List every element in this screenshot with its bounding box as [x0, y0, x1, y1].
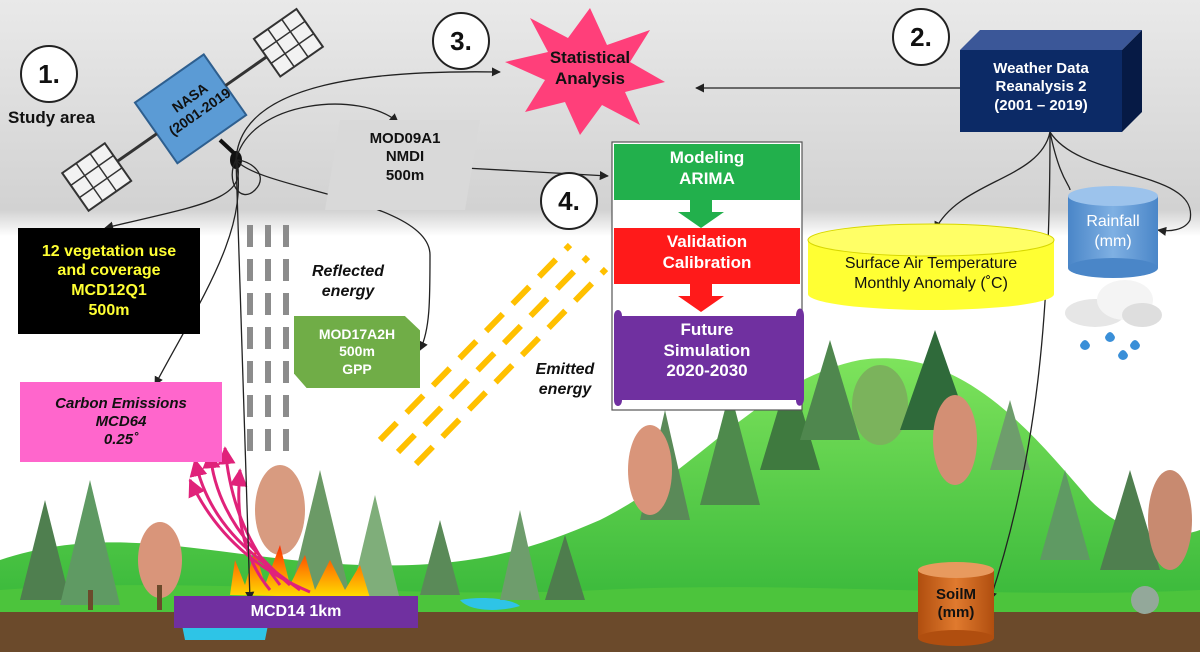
- emitted-energy-label: Emitted energy: [520, 360, 610, 399]
- study-area-label: Study area: [8, 108, 95, 127]
- reflected-line-2: energy: [321, 282, 375, 300]
- surface-air-line-1: Surface Air Temperature: [844, 255, 1018, 272]
- soilm-label: SoilM (mm): [918, 586, 994, 623]
- future-line-2: Simulation: [663, 340, 751, 360]
- rainfall-cylinder: [1068, 186, 1158, 278]
- weather-line-1: Weather Data: [993, 60, 1089, 77]
- rainfall-label: Rainfall (mm): [1068, 212, 1158, 251]
- surface-air-label: Surface Air Temperature Monthly Anomaly …: [812, 254, 1050, 293]
- forest-right: [628, 330, 1192, 614]
- vegetation-line-2: and coverage: [57, 262, 161, 280]
- soilm-line-1: SoilM: [936, 586, 976, 603]
- mod09-line-1: MOD09A1: [369, 130, 441, 147]
- mod09-line-2: NMDI: [385, 148, 425, 166]
- carbon-emission-arrows: [188, 446, 311, 594]
- future-line-1: Future: [680, 320, 734, 339]
- modeling-label: Modeling ARIMA: [614, 148, 800, 189]
- mod09-label: MOD09A1 NMDI 500m: [335, 130, 475, 185]
- validation-line-1: Validation: [666, 232, 748, 251]
- surface-air-cylinder: [807, 223, 1055, 310]
- rainfall-line-2: (mm): [1094, 232, 1132, 250]
- water-middle: [460, 598, 520, 610]
- modeling-line-2: ARIMA: [679, 168, 735, 188]
- statistical-line-1: Statistical: [549, 48, 631, 67]
- vegetation-line-1: 12 vegetation use: [41, 242, 177, 260]
- mod17-line-1: MOD17A2H: [318, 326, 396, 343]
- mod17-box: MOD17A2H 500m GPP: [294, 316, 420, 388]
- future-simulation-label: Future Simulation 2020-2030: [614, 320, 800, 382]
- surface-air-line-2: Monthly Anomaly (˚C): [854, 274, 1008, 292]
- modeling-line-1: Modeling: [669, 148, 745, 167]
- future-scroll: [614, 308, 804, 406]
- mod09-shape: [325, 120, 480, 210]
- weather-data-label: Weather Data Reanalysis 2 (2001 – 2019): [960, 60, 1122, 115]
- vegetation-line-3: MCD12Q1: [71, 282, 147, 299]
- carbon-line-1: Carbon Emissions: [55, 394, 187, 412]
- mod17-line-2: 500m: [339, 343, 375, 360]
- future-line-3: 2020-2030: [666, 361, 748, 381]
- forest-left: [20, 465, 585, 610]
- weather-line-2: Reanalysis 2: [995, 78, 1087, 96]
- satellite: [60, 7, 325, 213]
- emitted-energy-dashes: [377, 242, 609, 467]
- step-3-marker: 3.: [432, 12, 490, 70]
- vegetation-line-4: 500m: [88, 301, 130, 319]
- emitted-line-2: energy: [538, 380, 592, 398]
- validation-band: [614, 228, 800, 284]
- validation-label: Validation Calibration: [614, 232, 800, 273]
- validation-line-2: Calibration: [662, 252, 752, 272]
- reflected-line-1: Reflected: [311, 263, 385, 280]
- rainfall-line-1: Rainfall: [1086, 213, 1140, 230]
- carbon-line-2: MCD64: [95, 412, 147, 430]
- step-2-marker: 2.: [892, 8, 950, 66]
- modeling-band: [614, 144, 800, 200]
- statistical-star: [505, 8, 665, 135]
- step-4-marker: 4.: [540, 172, 598, 230]
- statistical-analysis-label: Statistical Analysis: [520, 48, 660, 89]
- step-1-marker: 1.: [20, 45, 78, 103]
- mod17-line-3: GPP: [342, 360, 372, 377]
- soilm-line-2: (mm): [937, 604, 975, 622]
- rain-cloud: [1065, 280, 1162, 360]
- weather-data-box: [960, 30, 1142, 132]
- reflected-energy-dashes: [247, 225, 289, 460]
- weather-line-3: (2001 – 2019): [994, 96, 1088, 114]
- connector-lines: [104, 67, 1192, 601]
- fire-flames: [230, 545, 370, 598]
- mod09-line-3: 500m: [385, 166, 425, 184]
- carbon-line-3: 0.25˚: [103, 431, 139, 449]
- mcd14-label: MCD14 1km: [250, 603, 342, 621]
- mcd14-box: MCD14 1km: [174, 596, 418, 628]
- carbon-emissions-box: Carbon Emissions MCD64 0.25˚: [20, 382, 222, 462]
- vegetation-box: 12 vegetation use and coverage MCD12Q1 5…: [18, 228, 200, 334]
- statistical-line-2: Analysis: [555, 68, 625, 88]
- emitted-line-1: Emitted: [535, 361, 595, 378]
- soilm-cylinder: [918, 562, 994, 646]
- reflected-energy-label: Reflected energy: [298, 262, 398, 301]
